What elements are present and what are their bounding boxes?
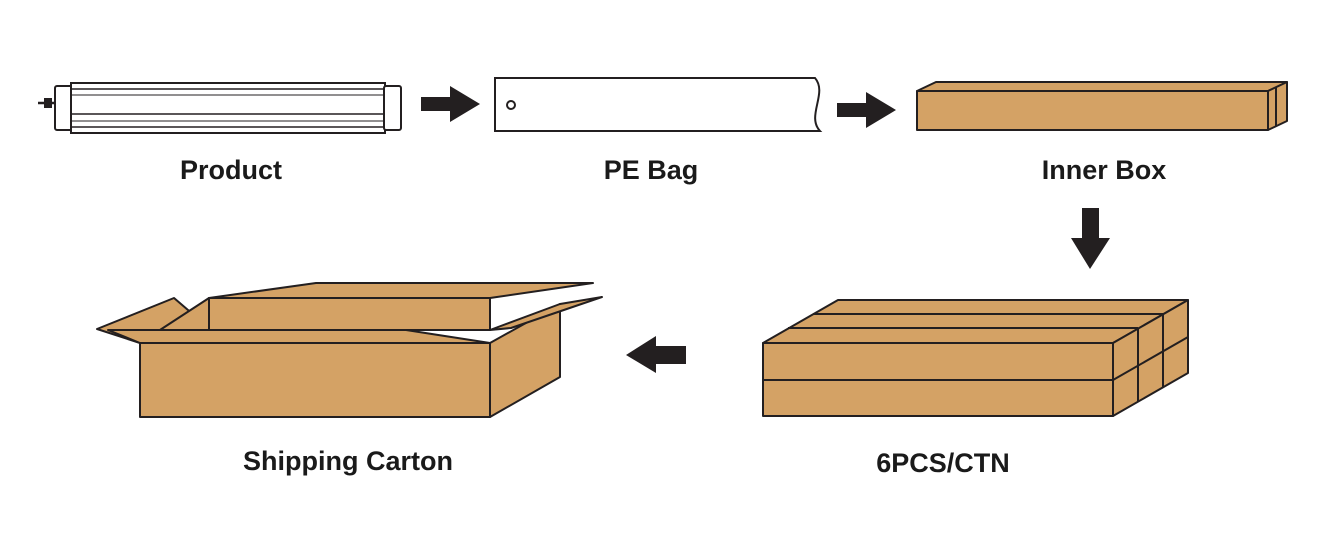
step-label-carton: Shipping Carton [243,446,453,476]
step-label-pe-bag: PE Bag [603,155,699,185]
plastic-bag-icon [494,77,823,132]
arrow-down-icon [1071,208,1110,269]
step-label-bundle: 6PCS/CTN [876,448,1010,478]
arrow-right-icon [421,86,480,122]
led-tube-light-icon [38,82,402,134]
step-label-product: Product [179,155,283,185]
stacked-boxes-icon [762,299,1189,417]
arrow-left-icon [626,336,686,373]
open-carton-icon [96,282,603,418]
arrow-right-icon [837,92,896,128]
step-label-inner-box: Inner Box [1041,155,1167,185]
long-box-icon [916,81,1288,131]
